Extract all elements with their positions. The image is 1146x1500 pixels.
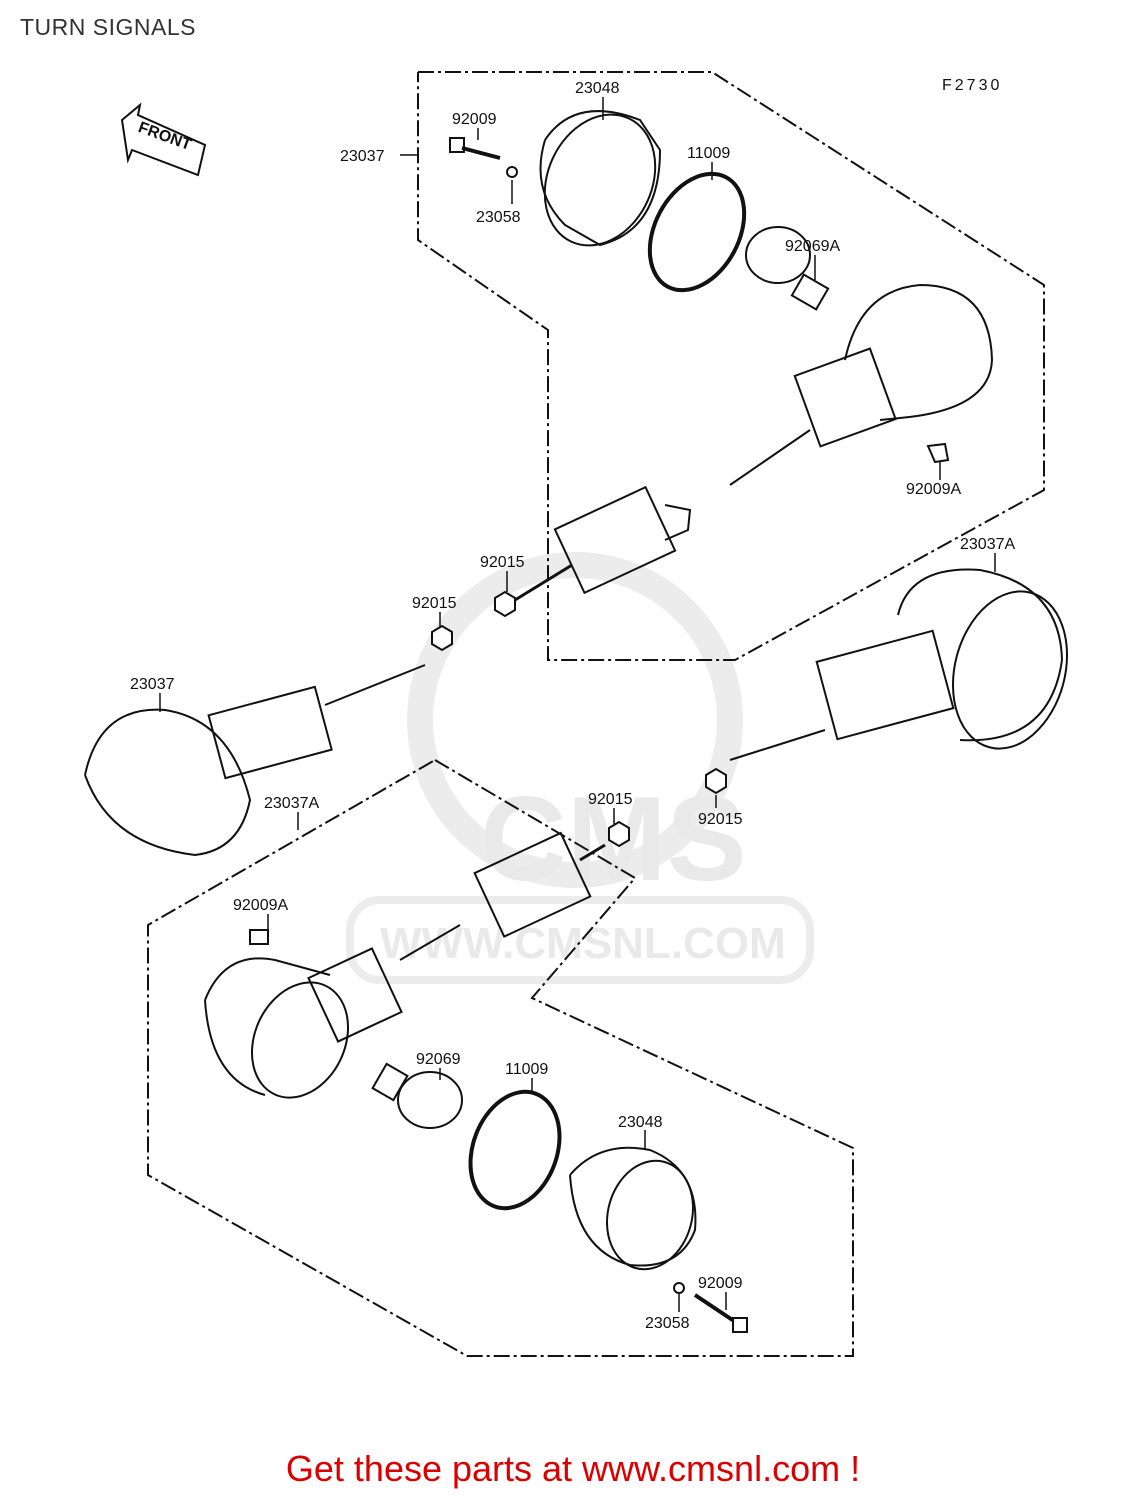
top-bulb-icon [745, 226, 830, 311]
label-92069A: 92069A [785, 238, 840, 255]
label-23048-bottom: 23048 [618, 1114, 663, 1131]
top-lens-ring [647, 171, 747, 293]
nut-92015-d [608, 820, 630, 848]
label-92015-a: 92015 [480, 554, 525, 571]
left-signal-assembly [84, 664, 426, 857]
bottom-signal-housing [204, 947, 403, 1099]
footer-link[interactable]: Get these parts at www.cmsnl.com ! [285, 1448, 861, 1489]
watermark: CMS WWW.CMSNL.COM [346, 552, 814, 984]
label-23058-top: 23058 [476, 209, 521, 226]
nut-92015-b [431, 624, 453, 652]
nut-92015-a [494, 590, 516, 618]
watermark-url: WWW.CMSNL.COM [380, 919, 786, 968]
bottom-lens-rim [569, 1146, 697, 1271]
bottom-bulb-icon [371, 1062, 463, 1129]
top-signal-housing [729, 283, 994, 486]
label-23037-left: 23037 [130, 676, 175, 693]
top-lens-rim [539, 110, 662, 247]
washer-23058-top [506, 166, 518, 178]
label-92009-bottom: 92009 [698, 1275, 743, 1292]
label-92009-top: 92009 [452, 111, 497, 128]
washer-23058-bottom [673, 1282, 685, 1294]
label-23048-top: 23048 [575, 80, 620, 97]
page-title: TURN SIGNALS [20, 14, 196, 40]
bottom-lens-ring [468, 1089, 562, 1211]
parts-diagram: CMS WWW.CMSNL.COM FRONT [84, 71, 1069, 1357]
bottom-mount-stalk [399, 831, 606, 961]
label-23037A-left: 23037A [264, 795, 319, 812]
label-11009-bottom: 11009 [505, 1061, 548, 1078]
label-11009-top: 11009 [687, 145, 730, 162]
label-92009A-top: 92009A [906, 481, 961, 498]
label-23037-top: 23037 [340, 148, 385, 165]
screw-92009-bottom [693, 1293, 748, 1333]
label-92015-d: 92015 [698, 811, 743, 828]
label-92069: 92069 [416, 1051, 461, 1068]
top-mount-stalk [514, 485, 692, 602]
screw-92009-top [449, 137, 501, 160]
front-arrow-icon: FRONT [120, 102, 207, 177]
label-92015-b: 92015 [412, 595, 457, 612]
screw-92009A-bottom [249, 929, 269, 945]
label-23058-bottom: 23058 [645, 1315, 690, 1332]
right-signal-assembly [729, 568, 1069, 761]
label-23037A-right: 23037A [960, 536, 1015, 553]
label-92015-c: 92015 [588, 791, 633, 808]
figure-code: F2730 [942, 77, 1002, 94]
label-92009A-bottom: 92009A [233, 897, 288, 914]
leader-lines [159, 97, 996, 1312]
screw-92009A-top [926, 442, 950, 464]
nut-92015-c [705, 767, 727, 795]
top-assembly-outline [417, 71, 1045, 661]
bottom-assembly-outline [147, 759, 854, 1357]
